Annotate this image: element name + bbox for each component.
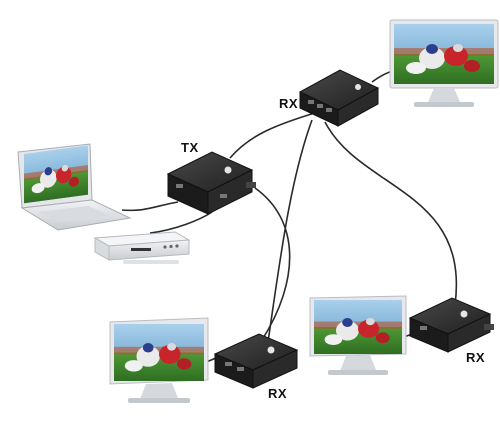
hdmi-receiver-icon: [298, 69, 380, 127]
dvd-player-icon: [93, 231, 191, 264]
flat-tv-icon: [309, 295, 407, 375]
label-rx-right: RX: [466, 350, 486, 365]
cable-laptop-tx: [121, 201, 179, 212]
hdmi-receiver-icon: [213, 333, 299, 389]
label-rx-top: RX: [279, 96, 299, 111]
hdmi-receiver-icon: [408, 297, 494, 353]
cable-tx-rxtop: [229, 111, 319, 159]
label-tx: TX: [181, 140, 199, 155]
cable-dvd-tx: [149, 211, 213, 234]
label-rx-left: RX: [268, 386, 288, 401]
hdmi-transmitter-icon: [166, 151, 256, 215]
flat-tv-icon: [109, 317, 209, 403]
cable-rxtop-rxright: [324, 121, 458, 306]
flat-tv-icon: [389, 19, 499, 107]
cables: [121, 69, 458, 363]
laptop-icon: [17, 143, 132, 231]
cable-tx-rxleft: [254, 187, 291, 341]
cable-rxtop-rxleft: [267, 119, 313, 343]
